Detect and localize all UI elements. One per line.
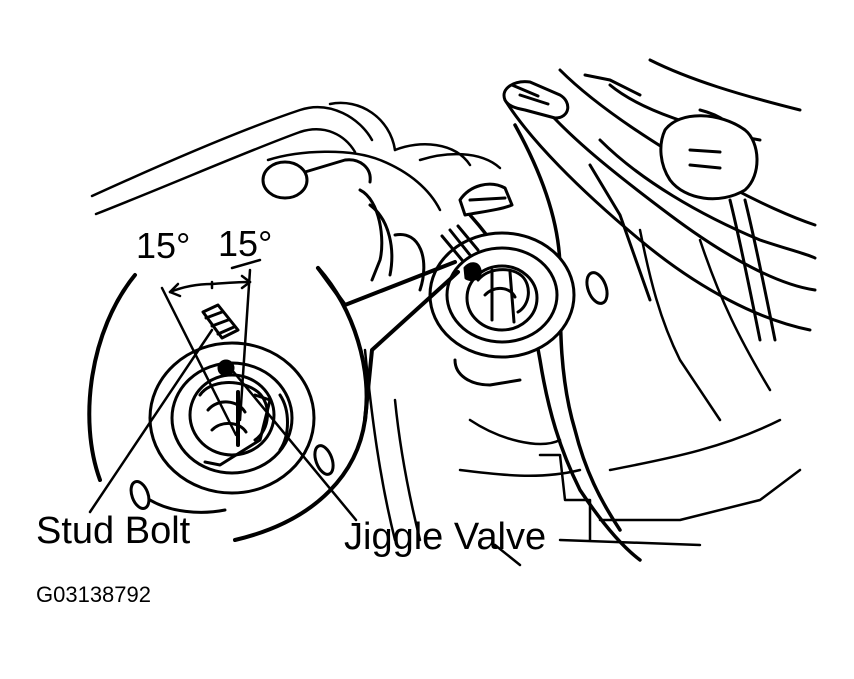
angle-label-right: 15°: [218, 223, 273, 264]
thermostat-housing-installed: [428, 231, 609, 387]
stud-bolt-leader: [88, 328, 214, 514]
engine-housing-outline: [90, 101, 802, 567]
stud-bolt: [201, 303, 240, 340]
bracket: [261, 158, 426, 292]
angle-label-left: 15°: [136, 225, 191, 266]
magnified-callout: [87, 260, 460, 542]
sensor-connector: [659, 114, 759, 201]
housing-clamp: [440, 182, 514, 282]
jiggle-valve-label: Jiggle Valve: [344, 516, 547, 558]
hose-clamp-top: [502, 80, 570, 120]
figure-id: G03138792: [36, 582, 151, 607]
angle-indicator: [160, 258, 262, 437]
thermostat-magnified: [129, 341, 335, 514]
stud-bolt-label: Stud Bolt: [36, 510, 191, 552]
jiggle-valve-leader: [230, 368, 358, 522]
jiggle-valve: [217, 359, 235, 377]
